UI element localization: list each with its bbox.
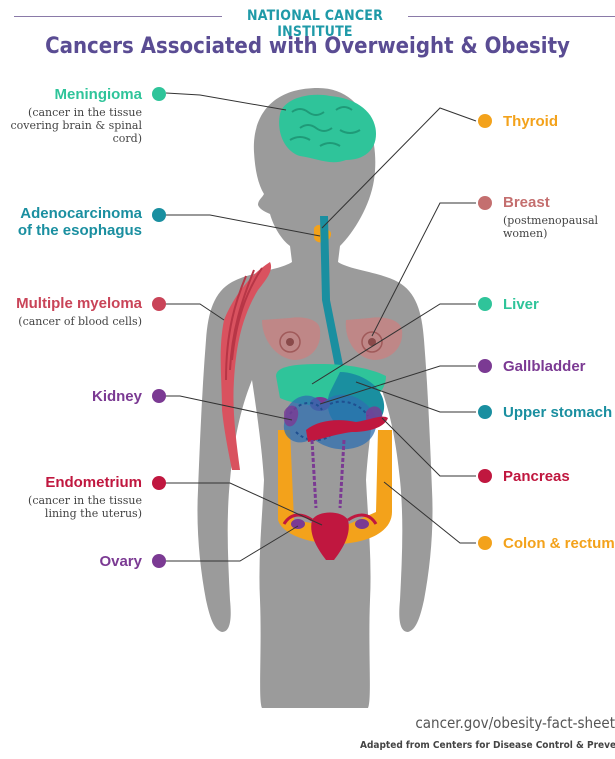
upper-stomach-label: Upper stomach (503, 404, 615, 421)
endometrium-subtitle: (cancer in the tissue lining the uterus) (10, 494, 142, 520)
footer-url[interactable]: cancer.gov/obesity-fact-sheet (415, 714, 615, 732)
kidney-label: Kidney (10, 388, 142, 405)
breast-dot (478, 196, 492, 210)
thyroid-label: Thyroid (503, 113, 613, 130)
multiple-myeloma-dot (152, 297, 166, 311)
brain (279, 95, 376, 162)
gallbladder-dot (478, 359, 492, 373)
colon-rectum-label: Colon & rectum (503, 535, 615, 552)
colon-rectum-dot (478, 536, 492, 550)
kidney-dot (152, 389, 166, 403)
multiple-myeloma-label: Multiple myeloma (2, 295, 142, 312)
ovary-dot (152, 554, 166, 568)
meningioma-dot (152, 87, 166, 101)
adenocarcinoma-label: Adenocarcinoma of the esophagus (6, 205, 142, 239)
breast-label: Breast (503, 194, 613, 211)
meningioma-subtitle: (cancer in the tissue covering brain & s… (10, 106, 142, 145)
upper-stomach-dot (478, 405, 492, 419)
multiple-myeloma-subtitle: (cancer of blood cells) (2, 315, 142, 328)
ovary-label: Ovary (10, 553, 142, 570)
endometrium-dot (152, 476, 166, 490)
liver-label: Liver (503, 296, 613, 313)
pancreas-label: Pancreas (503, 468, 613, 485)
liver-dot (478, 297, 492, 311)
adenocarcinoma-dot (152, 208, 166, 222)
footer-source: Adapted from Centers for Disease Control… (360, 740, 615, 751)
meningioma-label: Meningioma (10, 86, 142, 103)
gallbladder-label: Gallbladder (503, 358, 613, 375)
pancreas-dot (478, 469, 492, 483)
thyroid-dot (478, 114, 492, 128)
endometrium-label: Endometrium (10, 474, 142, 491)
breast-subtitle: (postmenopausal women) (503, 214, 613, 240)
